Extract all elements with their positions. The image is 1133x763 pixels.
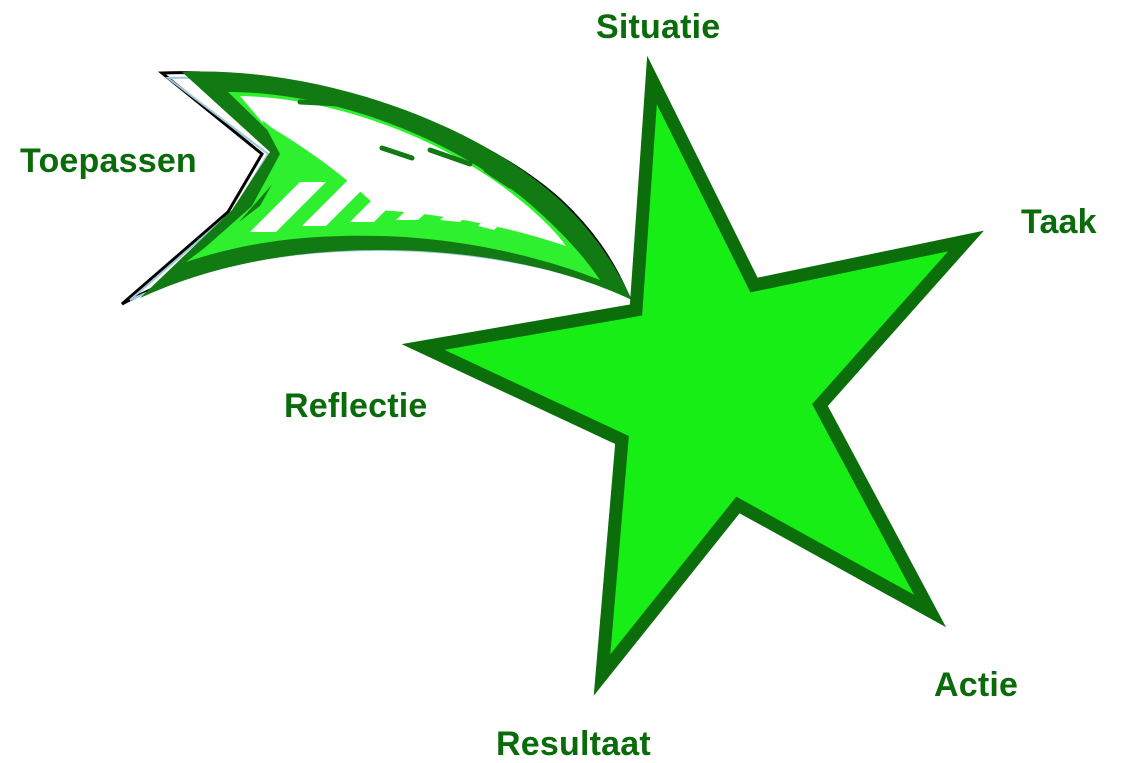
label-reflectie: Reflectie: [284, 389, 428, 423]
label-toepassen: Toepassen: [20, 144, 197, 178]
label-actie: Actie: [934, 668, 1018, 702]
label-situatie: Situatie: [596, 10, 720, 44]
comet-tail: [122, 72, 632, 304]
label-taak: Taak: [1021, 205, 1097, 239]
label-resultaat: Resultaat: [496, 727, 651, 761]
